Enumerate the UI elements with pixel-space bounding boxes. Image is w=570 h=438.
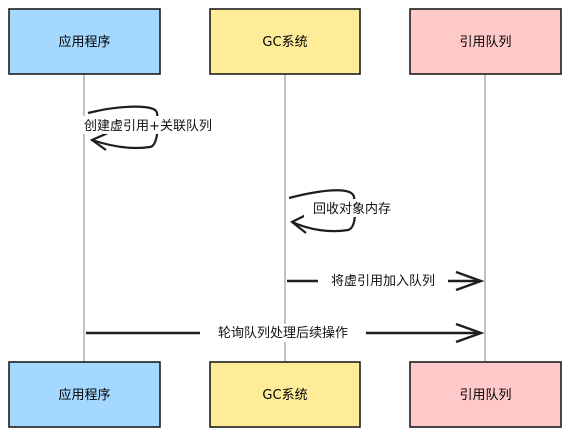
participant-label: GC系统 — [262, 35, 307, 50]
participant-app-bottom: 应用程序 — [8, 361, 161, 428]
message-label: 创建虚引用+关联队列 — [84, 119, 212, 134]
participant-gc-bottom: GC系统 — [209, 361, 361, 428]
participant-app-top: 应用程序 — [8, 8, 161, 75]
participant-label: GC系统 — [262, 388, 307, 403]
message-self-reclaim: 回收对象内存 — [288, 189, 402, 234]
message-label: 轮询队列处理后续操作 — [218, 325, 348, 341]
participant-label: 应用程序 — [58, 387, 110, 403]
message-poll: 轮询队列处理后续操作 — [86, 322, 485, 344]
participant-queue-top: 引用队列 — [409, 8, 562, 75]
participant-gc-top: GC系统 — [209, 8, 361, 75]
participant-label: 引用队列 — [459, 35, 511, 50]
participant-queue-bottom: 引用队列 — [409, 361, 562, 428]
message-label: 回收对象内存 — [313, 201, 391, 217]
participant-label: 应用程序 — [58, 34, 110, 50]
message-self-create: 创建虚引用+关联队列 — [78, 105, 218, 151]
participant-label: 引用队列 — [459, 388, 511, 403]
message-label: 将虚引用加入队列 — [331, 274, 435, 289]
message-enqueue: 将虚引用加入队列 — [287, 270, 485, 292]
